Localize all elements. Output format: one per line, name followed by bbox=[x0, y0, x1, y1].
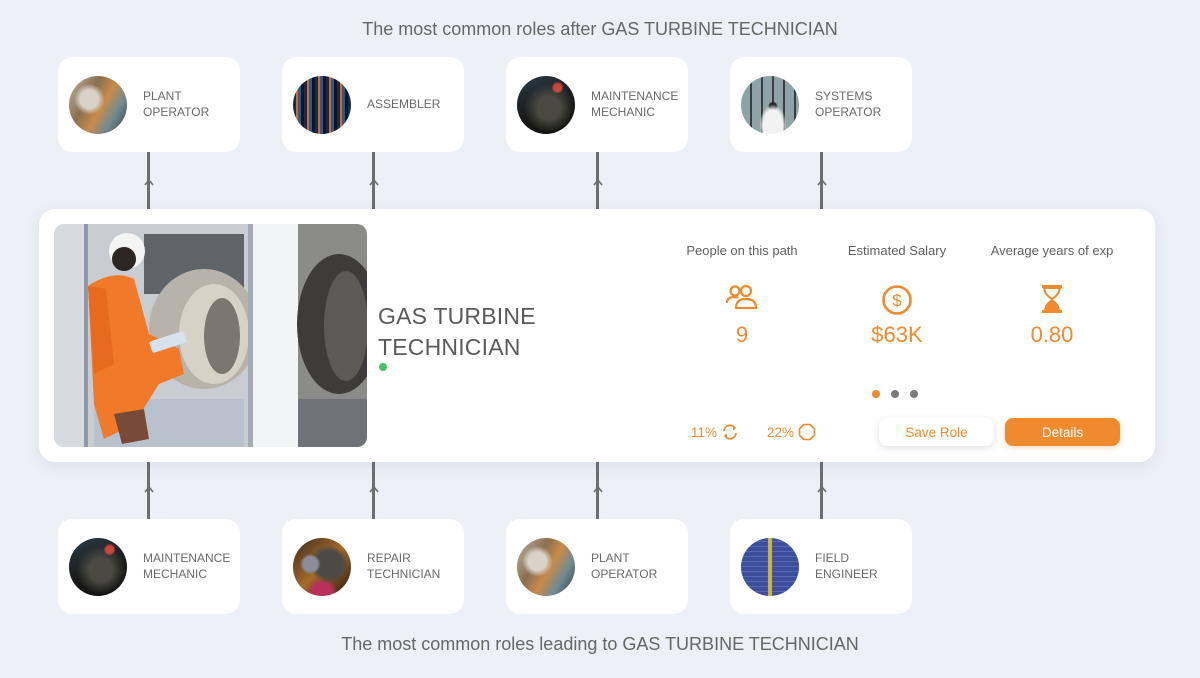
metric-value: 11% bbox=[691, 424, 718, 440]
stat-label: Average years of exp bbox=[990, 243, 1114, 258]
stat-value: 0.80 bbox=[1030, 322, 1074, 347]
role-label: PLANT OPERATOR bbox=[143, 89, 210, 119]
plant-photo-avatar bbox=[69, 75, 127, 134]
dollar-circle-icon: $ bbox=[882, 285, 912, 315]
engine-photo-avatar bbox=[69, 537, 127, 596]
stat-value: $63K bbox=[871, 322, 923, 347]
circuit-photo-avatar bbox=[293, 75, 351, 134]
carousel-dot-1[interactable] bbox=[872, 390, 880, 398]
current-role-card: GAS TURBINE TECHNICIAN People on this pa… bbox=[39, 209, 1155, 462]
stat-salary: Estimated Salary $ $63K bbox=[817, 243, 977, 348]
refresh-icon bbox=[723, 424, 737, 440]
role-card-after-assembler[interactable]: ASSEMBLER bbox=[282, 57, 464, 152]
arrow-up-icon bbox=[143, 485, 154, 493]
stat-people: People on this path 9 bbox=[662, 243, 822, 348]
hourglass-icon bbox=[1042, 285, 1062, 313]
save-role-button[interactable]: Save Role bbox=[879, 418, 994, 446]
connector-line bbox=[596, 462, 599, 519]
metric-value: 22% bbox=[767, 424, 795, 440]
stat-label: Estimated Salary bbox=[847, 243, 947, 258]
arrow-up-icon bbox=[592, 485, 603, 493]
hand-repair-photo-avatar bbox=[293, 537, 351, 596]
role-card-after-systems-operator[interactable]: SYSTEMS OPERATOR bbox=[730, 57, 912, 152]
role-label: FIELD ENGINEER bbox=[815, 551, 878, 581]
role-label: PLANT OPERATOR bbox=[591, 551, 658, 581]
carousel-dots bbox=[872, 390, 918, 398]
section-title-before: The most common roles leading to GAS TUR… bbox=[341, 634, 859, 654]
metric-octagon: 22% bbox=[767, 423, 816, 441]
carousel-dot-3[interactable] bbox=[910, 390, 918, 398]
details-button[interactable]: Details bbox=[1005, 418, 1120, 446]
connector-line bbox=[372, 462, 375, 519]
technician-turbine-photo bbox=[54, 224, 367, 447]
arrow-up-icon bbox=[368, 178, 379, 186]
section-title-after: The most common roles after GAS TURBINE … bbox=[362, 19, 838, 39]
arrow-up-icon bbox=[592, 178, 603, 186]
role-label: ASSEMBLER bbox=[367, 96, 441, 111]
svg-text:$: $ bbox=[892, 291, 902, 310]
role-label: REPAIR TECHNICIAN bbox=[367, 551, 441, 581]
people-icon bbox=[725, 284, 758, 310]
role-label: SYSTEMS OPERATOR bbox=[815, 89, 882, 119]
role-card-after-plant-operator[interactable]: PLANT OPERATOR bbox=[58, 57, 240, 152]
role-label: MAINTENANCE MECHANIC bbox=[591, 89, 679, 119]
stat-label: People on this path bbox=[686, 243, 798, 258]
control-room-photo-avatar bbox=[741, 75, 799, 134]
role-card-before-field-engineer[interactable]: FIELD ENGINEER bbox=[730, 519, 912, 614]
stat-experience: Average years of exp 0.80 bbox=[972, 243, 1132, 348]
role-card-after-maintenance-mechanic[interactable]: MAINTENANCE MECHANIC bbox=[506, 57, 688, 152]
arrow-up-icon bbox=[816, 178, 827, 186]
solar-panels-photo-avatar bbox=[741, 537, 799, 596]
role-card-before-repair-technician[interactable]: REPAIR TECHNICIAN bbox=[282, 519, 464, 614]
current-role-title: GAS TURBINE TECHNICIAN bbox=[378, 303, 536, 360]
arrow-up-icon bbox=[816, 485, 827, 493]
connector-line bbox=[147, 462, 150, 519]
carousel-dot-2[interactable] bbox=[891, 390, 899, 398]
metric-refresh: 11% bbox=[691, 423, 739, 441]
arrow-up-icon bbox=[143, 178, 154, 186]
plant-photo-avatar bbox=[517, 537, 575, 596]
stat-value: 9 bbox=[735, 322, 749, 347]
connector-line bbox=[820, 462, 823, 519]
hero-illustration bbox=[54, 224, 367, 447]
octagon-icon bbox=[798, 423, 816, 441]
arrow-up-icon bbox=[368, 485, 379, 493]
status-dot bbox=[379, 363, 387, 371]
role-card-before-plant-operator[interactable]: PLANT OPERATOR bbox=[506, 519, 688, 614]
engine-photo-avatar bbox=[517, 75, 575, 134]
role-label: MAINTENANCE MECHANIC bbox=[143, 551, 231, 581]
role-card-before-maintenance-mechanic[interactable]: MAINTENANCE MECHANIC bbox=[58, 519, 240, 614]
